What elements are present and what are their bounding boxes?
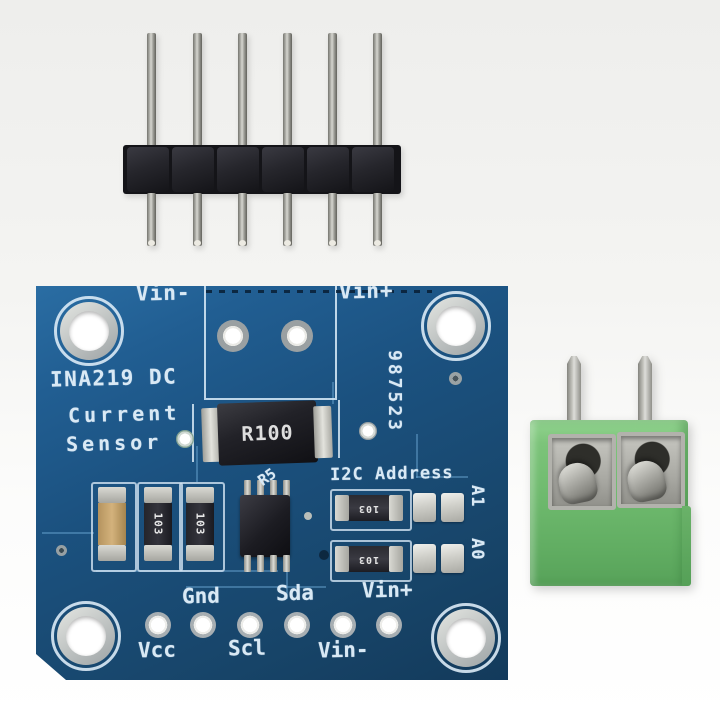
header-pin-bottom [328,193,337,246]
shunt-resistor: R100 [201,400,333,466]
header-pin-bottom [283,193,292,246]
copper-trace [286,557,288,599]
label-a0: A0 [467,538,487,561]
header-pin-bottom [193,193,202,246]
copper-trace [416,476,468,478]
header-plastic-block [307,147,349,192]
terminal-body-step [682,506,691,586]
plated-hole [176,430,194,448]
header-pin-top [283,33,292,147]
header-pin-top [373,33,382,147]
address-jumper-pad [413,493,436,522]
label-vin-plus-top: Vin+ [338,278,394,304]
via [56,545,67,556]
ic-pin [244,555,251,572]
terminal-block [528,356,692,588]
pin-hole-vin-plus [376,612,402,638]
address-jumper-pad [441,544,464,573]
copper-trace [186,586,326,588]
pcb-board: Vin- Vin+ 987523 INA219 DC Current Senso… [36,286,508,680]
copper-trace [416,434,418,478]
header-pin-bottom [373,193,382,246]
resistor-code-label: 103 [358,553,380,565]
mounting-hole [54,296,124,366]
label-vin-plus-bottom: Vin+ [361,577,413,603]
ic-pin [257,555,264,572]
resistor-code-label: 103 [193,512,207,536]
ic-pin [283,480,290,497]
smd-resistor-horizontal: 103 [330,540,412,582]
ic-pin [244,480,251,497]
plated-hole [359,422,377,440]
resistor-code-label: 103 [358,502,380,514]
label-a1: A1 [467,485,487,508]
terminal-body [530,420,688,586]
pin-header [123,33,403,246]
smd-resistor-horizontal: 103 [330,489,412,531]
pin-hole-sda [284,612,310,638]
terminal-footprint-hole [217,320,249,352]
shunt-silk-bracket [338,400,340,458]
header-plastic-block [262,147,304,192]
address-jumper-pad [413,544,436,573]
shunt-body: R100 [216,400,319,466]
header-plastic-block [172,147,214,192]
shunt-value-label: R100 [241,420,294,446]
panel-edge-marks [206,290,432,293]
header-pin-top [238,33,247,147]
shunt-silk-bracket [192,404,194,462]
copper-trace [332,382,334,404]
terminal-wire-opening [548,434,616,510]
via [304,512,312,520]
copper-trace [196,446,198,482]
via [449,372,462,385]
ic-pin [283,555,290,572]
terminal-wire-opening [617,432,685,508]
label-vin-minus-bottom: Vin- [317,637,369,663]
resistor-code-label: 103 [151,512,165,536]
label-scl: Scl [227,635,267,661]
mounting-hole [51,601,121,671]
label-vin-minus-top: Vin- [135,280,191,306]
header-plastic-block [352,147,394,192]
board-title-line2: Current [67,400,181,428]
header-plastic-block [127,147,169,192]
pin-hole-scl [237,612,263,638]
smd-capacitor [91,482,137,572]
header-plastic-block [217,147,259,192]
smd-resistor-vertical: 103 [179,482,225,572]
mounting-hole [431,603,501,673]
via [319,550,329,560]
ic-pin [270,480,277,497]
i2c-address-title: I2C Address [329,462,454,486]
pin-hole-vcc [145,612,171,638]
board-title-line3: Sensor [65,429,163,457]
terminal-footprint-outline [204,286,337,400]
ic-pin [257,480,264,497]
pin-hole-vin-minus [330,612,356,638]
label-sda: Sda [275,580,315,606]
label-gnd: Gnd [181,583,221,609]
header-pin-top [147,33,156,147]
ic-pin [270,555,277,572]
header-pin-bottom [147,193,156,246]
header-pin-top [328,33,337,147]
label-vcc: Vcc [137,637,177,663]
terminal-clamp [624,457,669,505]
smd-resistor-vertical: 103 [137,482,183,572]
copper-trace [42,532,94,534]
pin-hole-gnd [190,612,216,638]
ic-chip [240,495,290,557]
terminal-clamp [555,459,600,507]
header-pin-top [193,33,202,147]
header-pin-bottom [238,193,247,246]
address-jumper-pad [441,493,464,522]
mounting-hole [421,291,491,361]
terminal-footprint-hole [281,320,313,352]
header-plastic-strip [123,145,401,194]
serial-number: 987523 [384,350,405,434]
shunt-terminal [313,405,333,459]
board-title-line1: INA219 DC [49,364,178,392]
